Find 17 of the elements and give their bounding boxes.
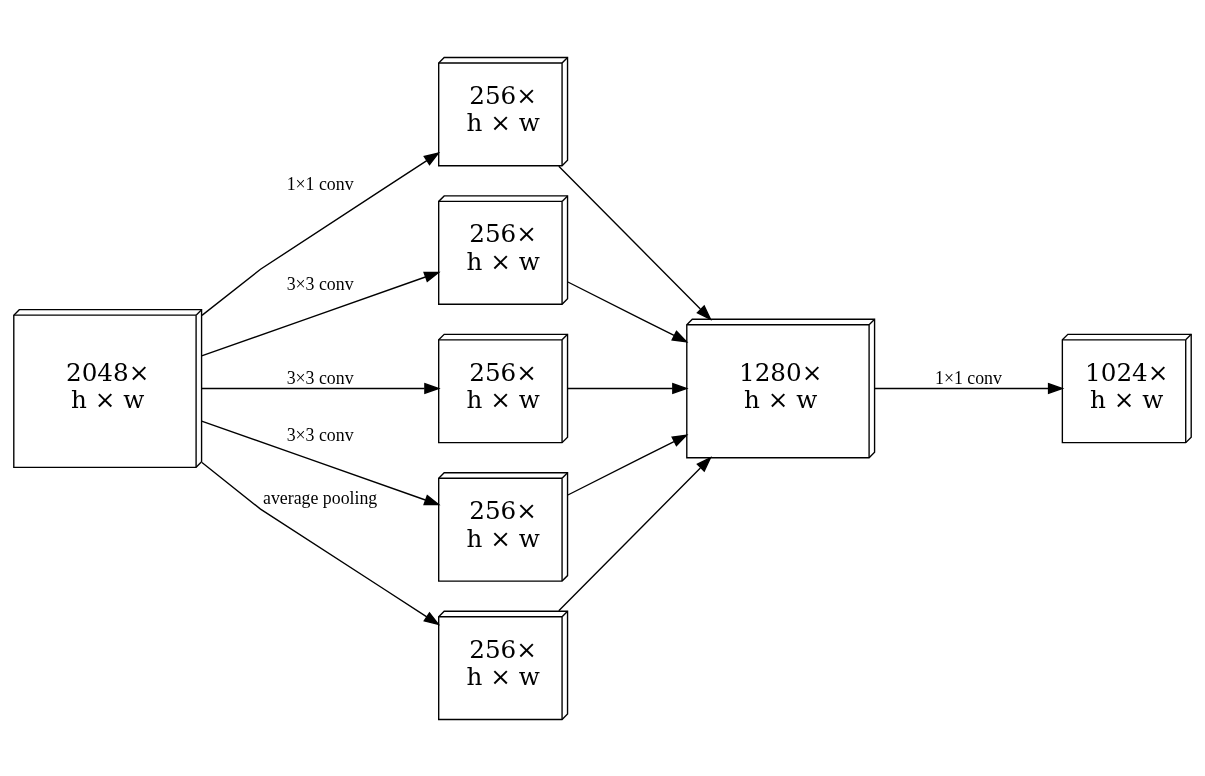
- edge-label: 3×3 conv: [286, 273, 354, 294]
- edge-label: 1×1 conv: [286, 173, 354, 194]
- arrow: [200, 382, 441, 394]
- arrow: [558, 455, 712, 611]
- arrow: [200, 419, 441, 505]
- arrow: [567, 280, 689, 343]
- edge-label: 3×3 conv: [286, 367, 354, 388]
- edge-label: average pooling: [263, 487, 378, 508]
- arrow: [200, 271, 441, 357]
- arrow: [874, 382, 1065, 394]
- edge-label: 3×3 conv: [286, 424, 354, 445]
- arrow: [201, 151, 441, 316]
- edge-label: 1×1 conv: [935, 367, 1002, 388]
- arrow: [567, 433, 689, 496]
- arrow: [567, 382, 689, 394]
- arrow: [201, 461, 441, 625]
- arrow: [558, 165, 712, 321]
